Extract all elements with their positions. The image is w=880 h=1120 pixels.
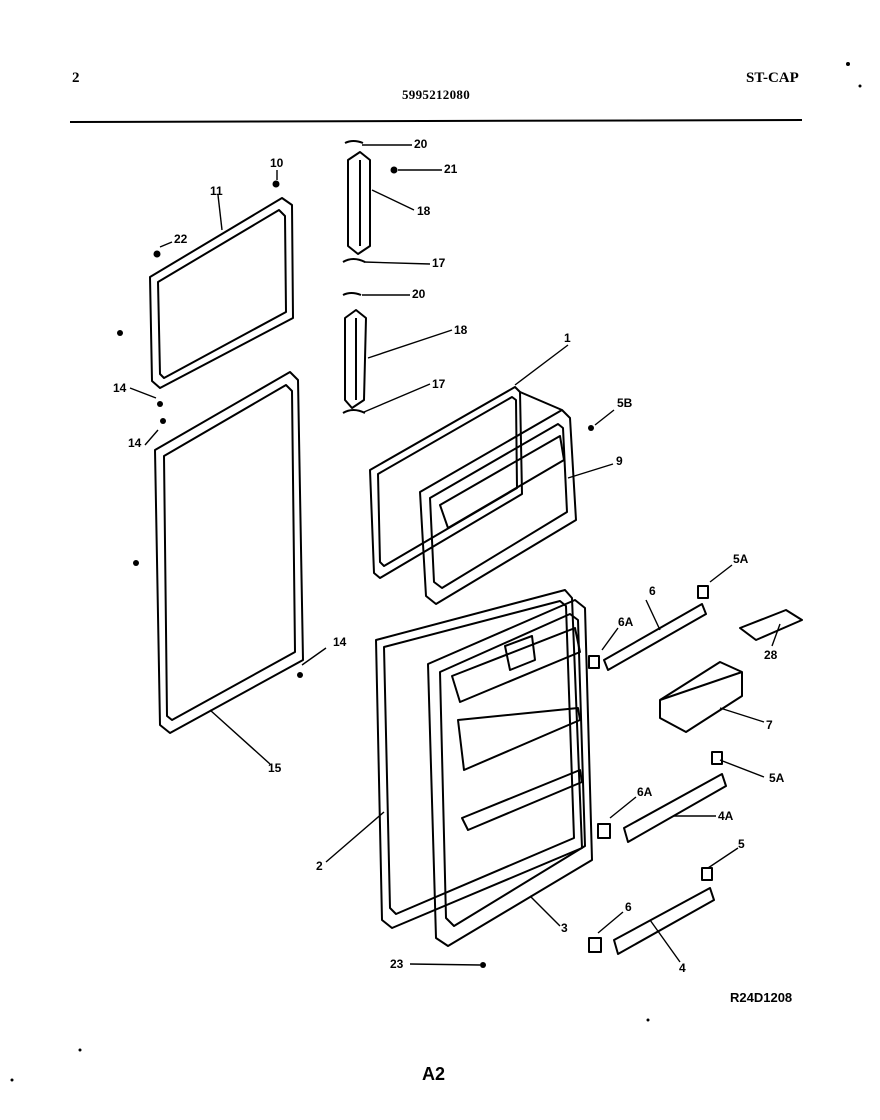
callout-11: 11 [210, 184, 223, 198]
screw-14a [117, 330, 123, 336]
callout-2: 2 [316, 859, 323, 873]
end-cap-5a-mid [711, 751, 723, 765]
fresh-food-gasket [154, 371, 304, 734]
screw-10 [272, 180, 280, 188]
screw-5b [588, 425, 594, 431]
egg-tray [739, 609, 803, 641]
callout-6a: 6A [637, 785, 653, 799]
callout-6: 6 [625, 900, 632, 914]
callout-15: 15 [268, 761, 282, 775]
door-handle-upper [342, 140, 371, 263]
end-cap-5-low [701, 867, 713, 881]
callout-23: 23 [390, 957, 404, 971]
screw-14e [297, 672, 303, 678]
callout-7: 7 [766, 718, 773, 732]
callout-5a: 5A [733, 552, 749, 566]
callout-18: 18 [417, 204, 431, 218]
shelf-bar-4a [623, 773, 727, 843]
callout-5: 5 [738, 837, 745, 851]
door-handle-lower [342, 292, 367, 414]
callout-28: 28 [764, 648, 778, 662]
model-code: ST-CAP [746, 70, 799, 86]
freezer-door [369, 386, 577, 605]
callout-20: 20 [414, 137, 428, 151]
screw-14d [133, 560, 139, 566]
screw-21 [390, 166, 398, 174]
fresh-food-liner [427, 599, 593, 947]
screw-23 [480, 962, 486, 968]
dairy-compartment [659, 661, 743, 733]
callout-1: 1 [564, 331, 571, 345]
callout-17: 17 [432, 377, 446, 391]
part-number: 5995212080 [402, 87, 470, 102]
callout-10: 10 [270, 156, 284, 170]
end-cap-6-low [588, 937, 602, 953]
end-cap-6a-top [588, 655, 600, 669]
callout-6a: 6A [618, 615, 634, 629]
screw-14b [157, 401, 163, 407]
callout-3: 3 [561, 921, 568, 935]
callout-9: 9 [616, 454, 623, 468]
drawing-reference: R24D1208 [730, 990, 793, 1005]
callout-5b: 5B [617, 396, 633, 410]
screw-14c [160, 418, 166, 424]
page-label: A2 [422, 1064, 446, 1084]
callout-14: 14 [128, 436, 142, 450]
callout-17: 17 [432, 256, 446, 270]
shelf-bar-4 [613, 887, 715, 955]
callout-14: 14 [333, 635, 347, 649]
callout-14: 14 [113, 381, 127, 395]
end-cap-6a-mid [597, 823, 611, 839]
callout-18: 18 [454, 323, 468, 337]
callout-21: 21 [444, 162, 458, 176]
header-rule [69, 119, 803, 123]
freezer-gasket [149, 197, 294, 389]
fresh-food-door [375, 589, 583, 929]
callout-5a: 5A [769, 771, 785, 785]
screw-22 [153, 250, 161, 258]
shelf-bar-6 [603, 603, 707, 671]
end-cap-5a-top [697, 585, 709, 599]
callout-4a: 4A [718, 809, 734, 823]
callout-20: 20 [412, 287, 426, 301]
callout-4: 4 [679, 961, 686, 975]
page-number: 2 [72, 70, 80, 86]
callout-6: 6 [649, 584, 656, 598]
callout-22: 22 [174, 232, 188, 246]
